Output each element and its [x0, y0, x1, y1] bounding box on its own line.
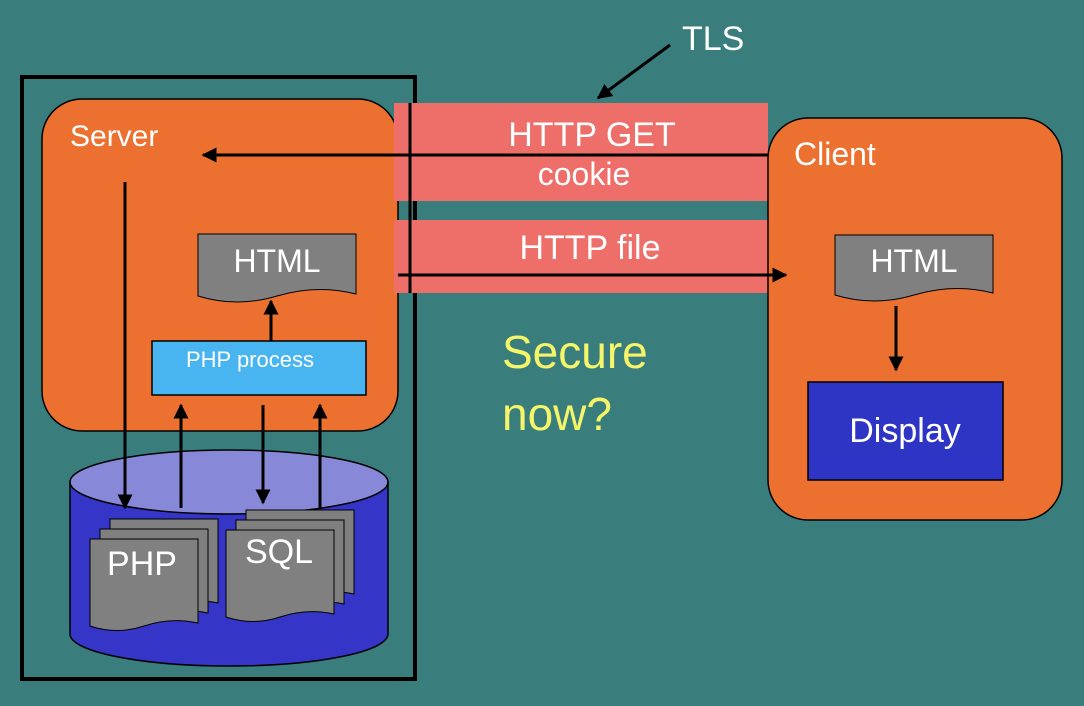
server-label: Server [70, 120, 158, 153]
sql-file-stack [225, 509, 355, 622]
php-process-label: PHP process [186, 347, 314, 372]
php-process-box [151, 340, 367, 396]
display-box [807, 381, 1004, 481]
database-top [69, 449, 389, 515]
client-label: Client [794, 136, 876, 172]
question-line-2: now? [502, 388, 612, 440]
response-label: HTTP file [519, 229, 660, 267]
request-label: HTTP GET [508, 116, 676, 154]
server-html-document [197, 233, 357, 303]
question-line-1: Secure [502, 326, 648, 378]
server-machine-frame [20, 75, 417, 681]
client-html-document [834, 234, 994, 302]
tls-label: TLS [682, 20, 744, 58]
cookie-label: cookie [538, 156, 631, 192]
display-label: Display [849, 412, 960, 450]
tls-pointer-arrow [596, 43, 671, 100]
php-file-stack [89, 518, 219, 631]
client-html-label: HTML [870, 243, 957, 279]
tls-request-band [394, 103, 768, 201]
tls-response-band [394, 220, 768, 293]
php-file-label: PHP [107, 545, 177, 583]
server-html-label: HTML [233, 243, 320, 279]
sql-file-label: SQL [245, 533, 313, 571]
